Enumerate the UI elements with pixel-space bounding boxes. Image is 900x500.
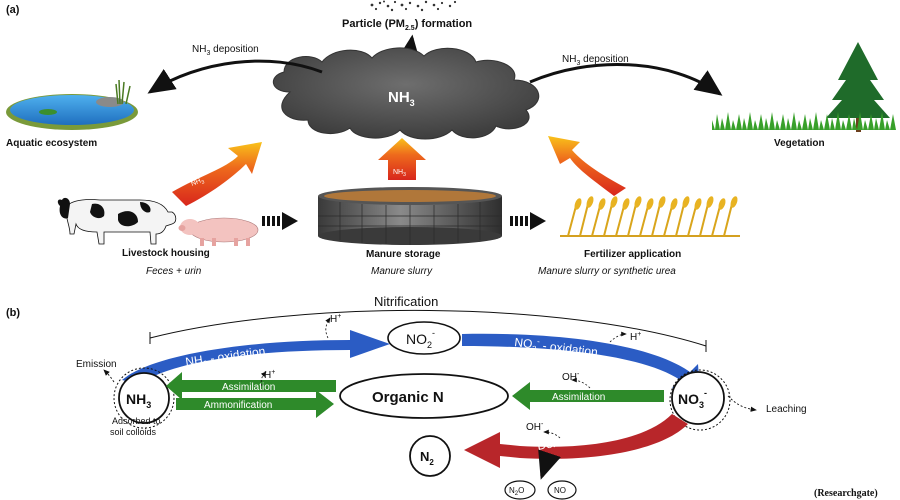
manure-storage-label: Manure storage bbox=[366, 249, 441, 260]
n2o-node bbox=[504, 480, 536, 500]
nh3-adsorbed-ring bbox=[113, 367, 175, 429]
manure-tank-illustration bbox=[318, 187, 502, 245]
fertilizer-caption: Manure slurry or synthetic urea bbox=[538, 266, 676, 277]
no3-label: NO3- bbox=[678, 388, 707, 410]
nitrification-label: Nitrification bbox=[374, 294, 438, 309]
deposition-left-label: NH3 deposition bbox=[192, 44, 259, 57]
panel-a-tag: (a) bbox=[6, 4, 20, 16]
deposition-right-arrow bbox=[529, 63, 723, 96]
ammonification-arrow bbox=[176, 390, 334, 418]
h-plus-marker-1: H+ bbox=[330, 313, 341, 325]
n2-label: N2 bbox=[420, 449, 434, 467]
denitrification-arrow bbox=[464, 414, 688, 468]
no3-node bbox=[671, 371, 725, 425]
nh3-label: NH3 bbox=[126, 391, 151, 410]
no-node bbox=[547, 480, 577, 500]
organic-n-label: Organic N bbox=[372, 389, 444, 406]
assimilation-right-arrow bbox=[512, 382, 664, 410]
nh3-oxidation-arrow bbox=[122, 330, 390, 384]
panel-b-tag: (b) bbox=[6, 307, 20, 319]
oh-minus-marker-1: OH- bbox=[562, 371, 580, 383]
h-plus-marker-2: H+ bbox=[630, 331, 641, 343]
nitrification-bracket bbox=[149, 309, 707, 347]
dashed-arrow-storage-to-fertilizer bbox=[510, 212, 546, 230]
svg-text:NH3: NH3 bbox=[582, 181, 598, 195]
aquatic-ecosystem-label: Aquatic ecosystem bbox=[6, 138, 97, 149]
pig-illustration bbox=[178, 217, 259, 246]
emission-arrow-fertilizer: NH3 bbox=[548, 136, 626, 196]
nh3-node bbox=[118, 372, 170, 424]
cloud-nh3-label: NH3 bbox=[388, 89, 415, 108]
deposition-right-label: NH3 deposition bbox=[562, 54, 629, 67]
n2-node bbox=[409, 435, 451, 477]
fertilizer-application-label: Fertilizer application bbox=[584, 249, 681, 260]
vegetation-illustration bbox=[712, 42, 896, 132]
svg-text:NH3: NH3 bbox=[393, 169, 406, 178]
organic-n-node bbox=[339, 373, 509, 419]
adsorbed-label-1: Adsorbed to bbox=[112, 416, 161, 426]
cow-illustration bbox=[57, 197, 177, 245]
svg-text:NH3: NH3 bbox=[190, 176, 206, 189]
livestock-caption: Feces + urin bbox=[146, 266, 202, 277]
adsorbed-label-2: soil colloids bbox=[110, 427, 157, 437]
particle-formation-label: Particle (PM2.5) formation bbox=[342, 18, 472, 32]
ammonification-label: Ammonification bbox=[204, 400, 272, 411]
assimilation-right-label: Assimilation bbox=[552, 392, 605, 403]
emission-label: Emission bbox=[76, 359, 117, 370]
emission-arrow-storage: NH3 bbox=[378, 138, 426, 180]
no2-node bbox=[387, 321, 461, 355]
source-credit: (Researchgate) bbox=[814, 488, 878, 499]
n2o-label: N2O bbox=[509, 486, 524, 497]
oh-minus-marker-2: OH- bbox=[526, 421, 544, 433]
h-plus-marker-3: H+ bbox=[264, 369, 275, 381]
crop-field-illustration bbox=[560, 196, 740, 237]
deposition-left-arrow bbox=[147, 59, 323, 94]
dashed-arrow-livestock-to-storage bbox=[262, 212, 298, 230]
nh3-cloud: NH3 bbox=[273, 47, 540, 140]
assimilation-left-label: Assimilation bbox=[222, 382, 275, 393]
no-label: NO bbox=[554, 486, 566, 495]
manure-storage-caption: Manure slurry bbox=[371, 266, 433, 277]
emission-arrow-livestock: NH3 bbox=[172, 142, 262, 206]
livestock-housing-label: Livestock housing bbox=[122, 248, 210, 259]
pond-illustration bbox=[6, 79, 138, 130]
vegetation-label: Vegetation bbox=[774, 138, 825, 149]
particle-dots bbox=[370, 0, 457, 12]
assimilation-left-arrow bbox=[166, 372, 336, 400]
no2-label: NO2- bbox=[406, 328, 435, 350]
leaching-label: Leaching bbox=[766, 404, 807, 415]
